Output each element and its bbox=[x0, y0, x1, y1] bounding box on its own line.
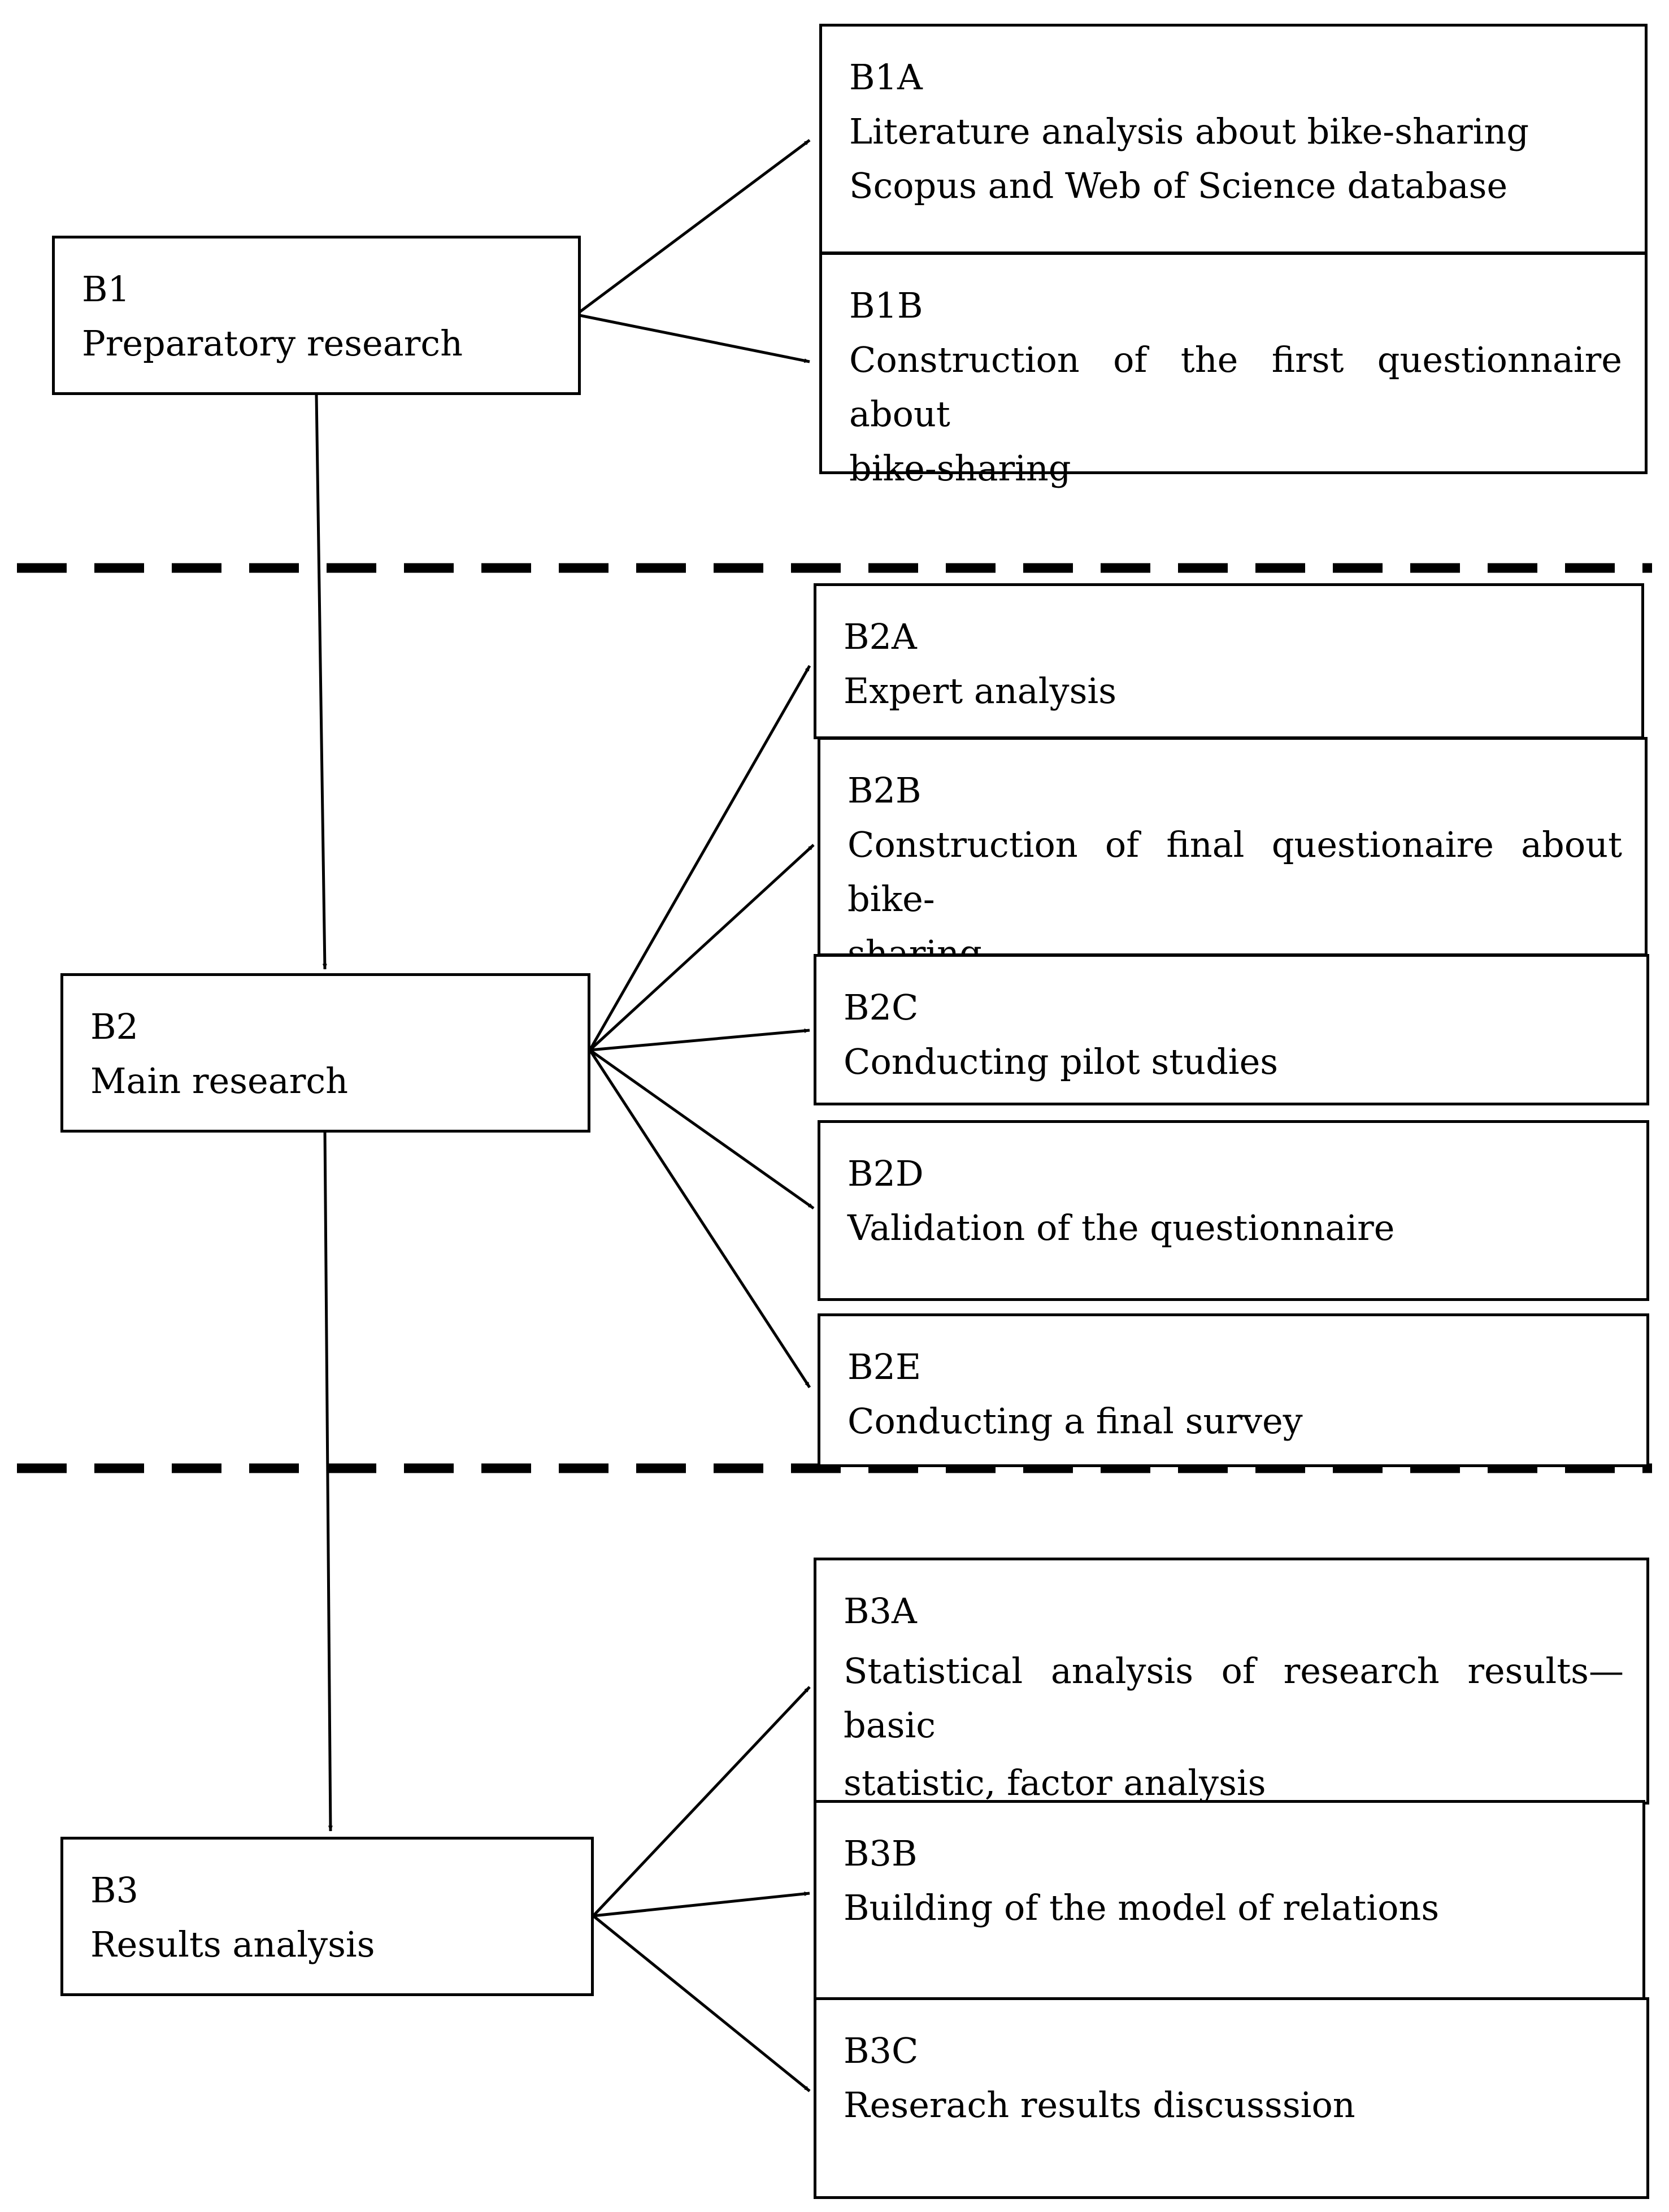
phase-box-b1: B1 Preparatory research bbox=[52, 236, 581, 395]
phase-code: B1 bbox=[82, 268, 131, 310]
step-text-line: Construction of the first questionnaire … bbox=[849, 339, 1622, 435]
arrow-b1-to-b1a bbox=[579, 138, 811, 314]
arrow-b3-to-b3a bbox=[592, 1686, 811, 1917]
arrow-b2-to-b2e bbox=[588, 1049, 811, 1389]
arrow-b3-to-b3b bbox=[593, 1892, 810, 1918]
step-box-b1a: B1A Literature analysis about bike-shari… bbox=[819, 24, 1648, 254]
phase-box-b2: B2 Main research bbox=[60, 973, 590, 1133]
step-box-b3a: B3A Statistical analysis of research res… bbox=[814, 1558, 1649, 1805]
arrow-b2-to-b2d bbox=[589, 1048, 815, 1210]
step-text-line: Expert analysis bbox=[844, 670, 1117, 712]
step-text-line: bike-sharing bbox=[849, 448, 1071, 489]
arrow-b2-to-b3 bbox=[323, 1130, 333, 1832]
arrow-b2-to-b2a bbox=[588, 665, 811, 1051]
step-code: B2D bbox=[847, 1153, 924, 1194]
step-text-line: Conducting a final survey bbox=[847, 1400, 1303, 1442]
step-box-b2d: B2D Validation of the questionnaire bbox=[818, 1120, 1649, 1301]
step-code: B2B bbox=[847, 770, 922, 811]
arrow-b3-to-b3c bbox=[592, 1915, 811, 2092]
step-code: B3B bbox=[844, 1833, 918, 1874]
step-text-line: Conducting pilot studies bbox=[844, 1041, 1279, 1082]
step-text-line: Construction of final questionaire about… bbox=[847, 824, 1622, 920]
arrow-b2-to-b2b bbox=[589, 844, 815, 1051]
step-box-b2e: B2E Conducting a final survey bbox=[818, 1313, 1649, 1467]
step-code: B3A bbox=[844, 1590, 917, 1632]
step-text-line: Scopus and Web of Science database bbox=[849, 165, 1508, 206]
phase-title: Results analysis bbox=[90, 1924, 375, 1965]
step-code: B1B bbox=[849, 285, 923, 326]
phase-box-b3: B3 Results analysis bbox=[60, 1837, 594, 1996]
step-box-b2a: B2A Expert analysis bbox=[814, 583, 1644, 739]
step-text-line: Building of the model of relations bbox=[844, 1887, 1440, 1928]
step-code: B2C bbox=[844, 987, 919, 1028]
step-box-b3c: B3C Reserach results discusssion bbox=[814, 1997, 1649, 2199]
step-code: B3C bbox=[844, 2030, 919, 2071]
step-text-line: Validation of the questionnaire bbox=[847, 1207, 1395, 1248]
step-box-b2b: B2B Construction of final questionaire a… bbox=[818, 737, 1648, 974]
phase-title: Main research bbox=[90, 1060, 349, 1101]
phase-code: B3 bbox=[90, 1870, 139, 1911]
phase-title: Preparatory research bbox=[82, 323, 463, 364]
arrow-b1-to-b1b bbox=[579, 314, 810, 363]
step-text-line: Reserach results discusssion bbox=[844, 2084, 1355, 2126]
step-box-b2c: B2C Conducting pilot studies bbox=[814, 954, 1649, 1105]
step-code: B1A bbox=[849, 57, 923, 98]
step-text-line: Literature analysis about bike-sharing bbox=[849, 111, 1529, 152]
phase-code: B2 bbox=[90, 1006, 139, 1047]
arrow-b1-to-b2 bbox=[315, 394, 327, 970]
step-text-line: Statistical analysis of research results… bbox=[844, 1650, 1624, 1746]
step-code: B2A bbox=[844, 616, 917, 657]
arrow-b2-to-b2c bbox=[589, 1028, 810, 1052]
step-box-b1b: B1B Construction of the first questionna… bbox=[819, 252, 1648, 489]
step-box-b3b: B3B Building of the model of relations bbox=[814, 1800, 1645, 2000]
step-text-line: statistic, factor analysis bbox=[844, 1762, 1266, 1803]
step-code: B2E bbox=[847, 1346, 922, 1387]
